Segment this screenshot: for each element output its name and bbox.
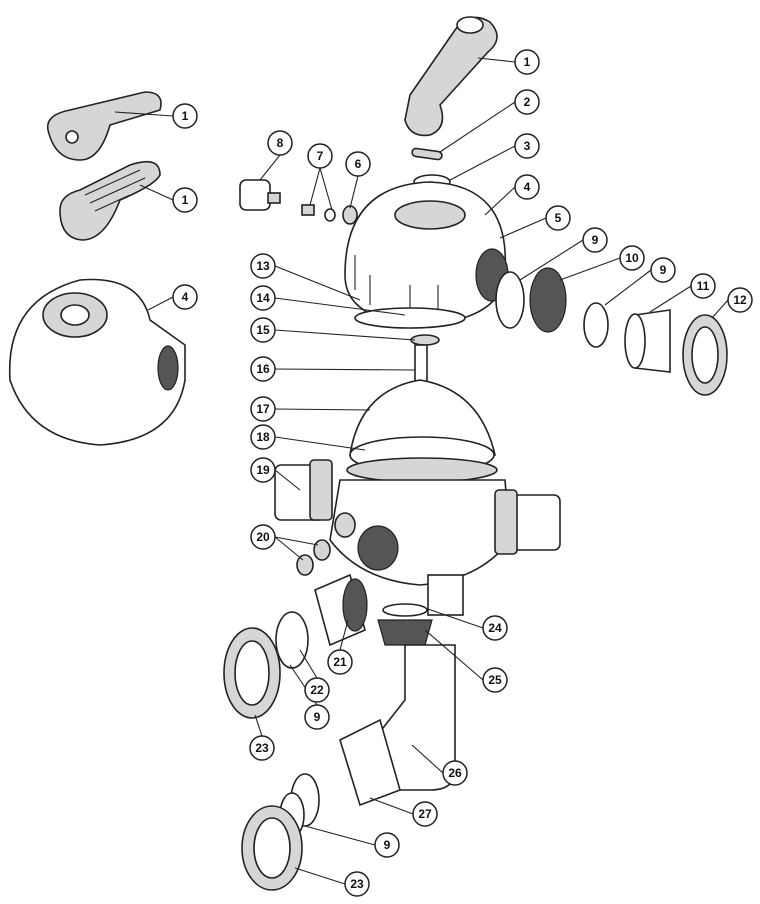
handle-part-left-1 <box>46 91 162 161</box>
callout-26: 26 <box>442 760 468 786</box>
handle-part-left-2 <box>59 160 161 241</box>
callout-27: 27 <box>412 801 438 827</box>
svg-text:27: 27 <box>418 807 432 821</box>
callout-12: 12 <box>727 287 753 313</box>
callout-21: 21 <box>327 649 353 675</box>
svg-text:6: 6 <box>355 157 362 171</box>
gasket-part-15 <box>410 334 440 346</box>
svg-text:9: 9 <box>384 838 391 852</box>
svg-text:4: 4 <box>524 180 531 194</box>
svg-text:7: 7 <box>317 149 324 163</box>
svg-text:14: 14 <box>256 291 270 305</box>
cover-part-top <box>344 181 509 326</box>
svg-text:13: 13 <box>256 259 270 273</box>
small-parts-6-7-8 <box>239 179 358 225</box>
svg-text:1: 1 <box>182 109 189 123</box>
callout-15: 15 <box>250 317 276 343</box>
callout-9: 9 <box>650 257 676 283</box>
svg-text:19: 19 <box>256 463 270 477</box>
svg-text:24: 24 <box>488 621 502 635</box>
rotor-part <box>346 344 498 483</box>
callout-2: 2 <box>514 89 540 115</box>
callout-9: 9 <box>582 227 608 253</box>
gasket-part-14 <box>354 307 466 329</box>
callout-10: 10 <box>619 245 645 271</box>
svg-text:1: 1 <box>182 193 189 207</box>
svg-text:9: 9 <box>660 263 667 277</box>
svg-text:15: 15 <box>256 323 270 337</box>
callout-24: 24 <box>482 615 508 641</box>
svg-text:4: 4 <box>182 290 189 304</box>
svg-text:9: 9 <box>314 710 321 724</box>
callout-9: 9 <box>374 832 400 858</box>
svg-text:23: 23 <box>350 877 364 891</box>
callout-23: 23 <box>249 735 275 761</box>
right-union-parts <box>495 267 728 396</box>
callout-4: 4 <box>514 174 540 200</box>
callout-1: 1 <box>172 187 198 213</box>
callout-17: 17 <box>250 396 276 422</box>
callout-22: 22 <box>304 677 330 703</box>
callout-9: 9 <box>304 704 330 730</box>
pin-part <box>411 147 443 161</box>
handle-part-top <box>404 16 498 137</box>
callout-23: 23 <box>344 871 370 897</box>
callout-7: 7 <box>307 143 333 169</box>
callout-20: 20 <box>250 524 276 550</box>
svg-text:11: 11 <box>697 279 710 293</box>
callout-13: 13 <box>250 253 276 279</box>
svg-text:3: 3 <box>524 139 531 153</box>
callout-3: 3 <box>514 133 540 159</box>
svg-text:5: 5 <box>555 211 562 225</box>
adapter-part-25 <box>377 619 433 646</box>
callout-4: 4 <box>172 284 198 310</box>
left-pipe-parts <box>223 539 368 719</box>
callout-11: 11 <box>690 273 716 299</box>
svg-text:25: 25 <box>488 673 502 687</box>
callout-1: 1 <box>514 49 540 75</box>
callout-16: 16 <box>250 356 276 382</box>
leader-lines <box>114 57 729 885</box>
svg-text:8: 8 <box>277 136 284 150</box>
svg-text:2: 2 <box>524 95 531 109</box>
callout-5: 5 <box>545 205 571 231</box>
svg-text:16: 16 <box>256 362 270 376</box>
svg-text:23: 23 <box>255 741 269 755</box>
svg-text:12: 12 <box>733 293 747 307</box>
callout-18: 18 <box>250 424 276 450</box>
svg-text:17: 17 <box>256 402 270 416</box>
svg-text:18: 18 <box>256 430 270 444</box>
valve-body-part <box>274 459 561 616</box>
svg-text:10: 10 <box>625 251 639 265</box>
svg-text:1: 1 <box>524 55 531 69</box>
oring-part-24 <box>382 603 428 617</box>
svg-text:22: 22 <box>310 683 324 697</box>
svg-text:21: 21 <box>333 655 347 669</box>
svg-text:20: 20 <box>256 530 270 544</box>
pipe-sleeve-part-27 <box>339 718 401 807</box>
svg-text:26: 26 <box>448 766 462 780</box>
cover-part-left <box>8 278 186 446</box>
callout-19: 19 <box>250 457 276 483</box>
callout-6: 6 <box>345 151 371 177</box>
callout-8: 8 <box>267 130 293 156</box>
callout-1: 1 <box>172 103 198 129</box>
callout-14: 14 <box>250 285 276 311</box>
svg-text:9: 9 <box>592 233 599 247</box>
callout-25: 25 <box>482 667 508 693</box>
